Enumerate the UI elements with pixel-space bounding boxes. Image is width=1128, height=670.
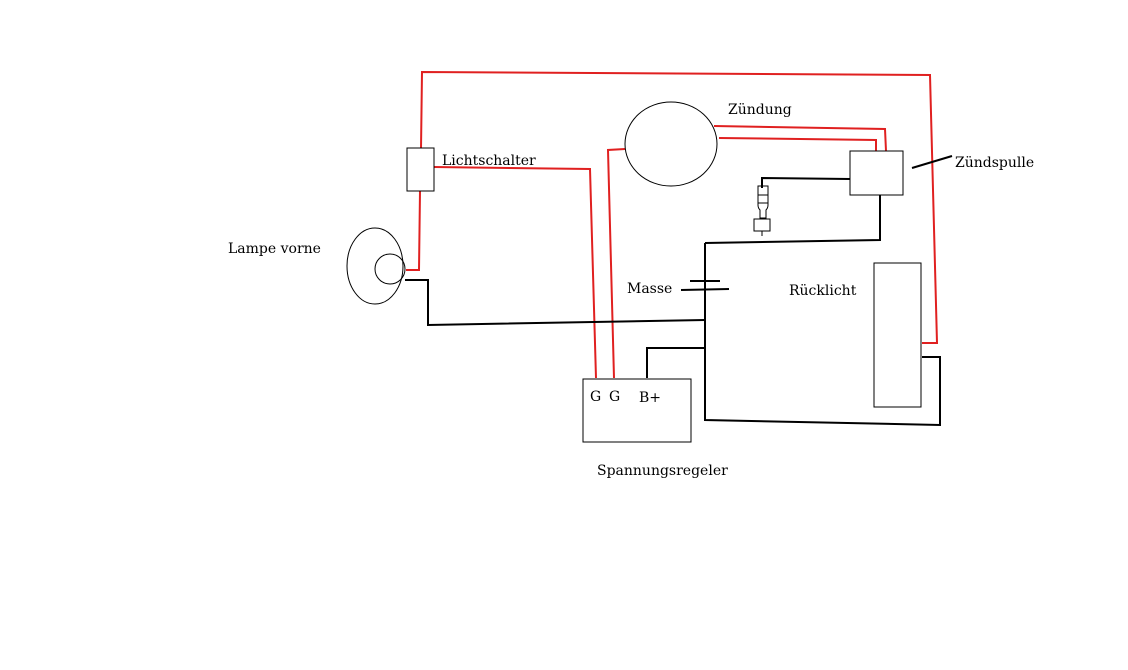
label-terminal-bplus: B+ <box>639 390 661 406</box>
label-masse: Masse <box>627 281 672 297</box>
label-terminal-g2: G <box>609 389 620 405</box>
ignition-circle <box>624 101 718 187</box>
voltage-regulator-box <box>582 378 692 443</box>
black-wire-coil-pointer <box>911 155 953 169</box>
black-wires <box>405 155 953 427</box>
tail-light-box <box>873 262 922 408</box>
label-ruecklicht: Rücklicht <box>789 283 857 299</box>
red-wire-switch-to-regulator <box>433 166 597 379</box>
label-zuendung: Zündung <box>728 102 792 118</box>
red-wire-ignition-to-coil-b <box>718 137 877 151</box>
black-wire-ground-to-coil <box>704 195 881 244</box>
red-wire-ignition-to-regulator <box>606 148 626 379</box>
red-wires <box>406 70 939 379</box>
label-lampe-vorne: Lampe vorne <box>228 241 321 257</box>
label-terminal-g1: G <box>590 389 601 405</box>
ignition-coil-box <box>849 150 904 196</box>
label-lichtschalter: Lichtschalter <box>442 153 536 169</box>
red-wire-top-loop <box>420 70 939 344</box>
spark-plug-icon <box>753 185 771 236</box>
black-wire-coil-to-plug <box>761 176 851 188</box>
black-wire-regulator-bplus <box>646 347 705 378</box>
light-switch-box <box>406 147 435 192</box>
label-zuendspulle: Zündspulle <box>955 155 1034 171</box>
ground-symbol <box>680 280 730 291</box>
red-wire-switch-to-lamp <box>406 190 421 271</box>
label-spannungsregeler: Spannungsregeler <box>597 463 728 479</box>
black-wire-ground-bus <box>704 243 941 427</box>
black-wire-lamp-to-ground <box>405 279 706 327</box>
front-lamp-icon <box>346 227 406 305</box>
red-wire-ignition-to-coil-a <box>713 125 887 152</box>
